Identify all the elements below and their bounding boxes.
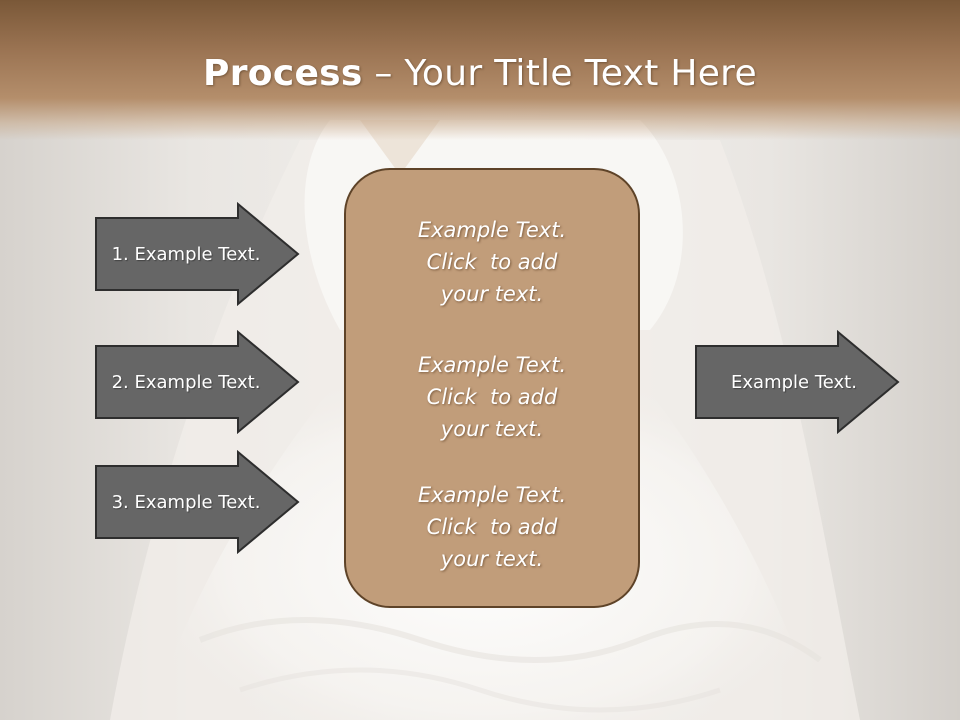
left-arrow-1-label: 1. Example Text. [111, 243, 261, 265]
left-arrow-2[interactable]: 2. Example Text. [94, 330, 300, 434]
title-rest-text: – Your Title Text Here [362, 53, 757, 94]
block-line: your text. [440, 282, 544, 306]
block-line: Click to add [426, 515, 558, 539]
block-line: Click to add [426, 385, 558, 409]
center-text-block-2: Example Text. Click to add your text. [346, 349, 638, 445]
block-line: Example Text. [417, 353, 567, 377]
center-text-block-1: Example Text. Click to add your text. [346, 214, 638, 310]
left-arrow-3[interactable]: 3. Example Text. [94, 450, 300, 554]
title-band [0, 0, 960, 140]
right-arrow-label: Example Text. [731, 371, 857, 393]
block-line: Example Text. [417, 218, 567, 242]
block-line: Example Text. [417, 483, 567, 507]
left-arrow-2-label: 2. Example Text. [111, 371, 261, 393]
arrow-right-icon [695, 330, 900, 434]
arrow-right-icon [95, 202, 300, 306]
right-arrow[interactable]: Example Text. [694, 330, 900, 434]
arrow-right-icon [95, 330, 300, 434]
slide-title[interactable]: Process – Your Title Text Here [0, 52, 960, 96]
arrow-right-icon [95, 450, 300, 554]
title-bold-text: Process [203, 53, 363, 94]
left-arrow-1[interactable]: 1. Example Text. [94, 202, 300, 306]
center-text-block-3: Example Text. Click to add your text. [346, 479, 638, 575]
left-arrow-3-label: 3. Example Text. [111, 491, 261, 513]
center-text-box[interactable]: Example Text. Click to add your text. Ex… [344, 168, 640, 608]
block-line: your text. [440, 547, 544, 571]
block-line: Click to add [426, 250, 558, 274]
block-line: your text. [440, 417, 544, 441]
